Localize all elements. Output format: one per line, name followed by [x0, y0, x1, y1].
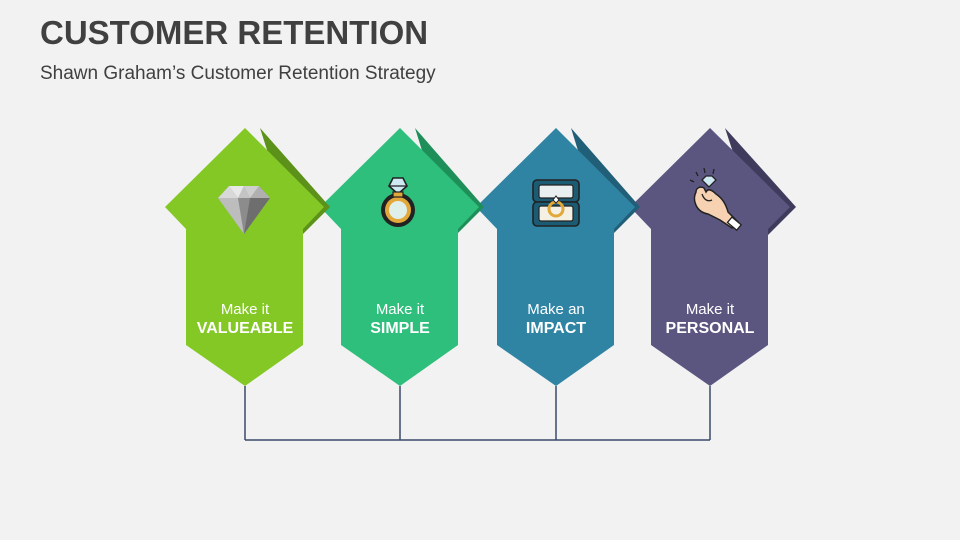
slide-title: CUSTOMER RETENTION	[40, 14, 429, 51]
card-impact-line1: Make an	[527, 301, 585, 318]
card-valueable-label: Make it VALUEABLE	[180, 301, 310, 338]
card-simple-label: Make it SIMPLE	[335, 301, 465, 338]
card-valueable-shape	[165, 128, 324, 386]
card-valueable	[165, 128, 330, 386]
slide-subtitle: Shawn Graham’s Customer Retention Strate…	[40, 63, 436, 84]
hand-holding-diamond-icon	[689, 167, 743, 232]
card-impact-shape	[476, 128, 635, 386]
ring-box-icon	[532, 179, 580, 227]
card-personal-line2: PERSONAL	[665, 320, 755, 337]
diamond-icon	[218, 186, 270, 234]
card-personal	[630, 128, 796, 386]
card-impact	[476, 128, 640, 386]
card-simple-line2: SIMPLE	[370, 320, 430, 337]
card-personal-line1: Make it	[685, 301, 735, 318]
card-simple-line1: Make it	[375, 301, 425, 318]
card-valueable-line1: Make it	[220, 301, 270, 318]
card-valueable-line2: VALUEABLE	[196, 320, 294, 337]
card-simple	[320, 128, 484, 386]
card-simple-shape	[320, 128, 479, 386]
card-personal-label: Make it PERSONAL	[645, 301, 775, 338]
ring-icon	[381, 177, 415, 227]
card-impact-line2: IMPACT	[525, 320, 587, 337]
card-personal-shape	[630, 128, 790, 386]
card-impact-label: Make an IMPACT	[491, 301, 621, 338]
connector-lines	[244, 386, 711, 441]
